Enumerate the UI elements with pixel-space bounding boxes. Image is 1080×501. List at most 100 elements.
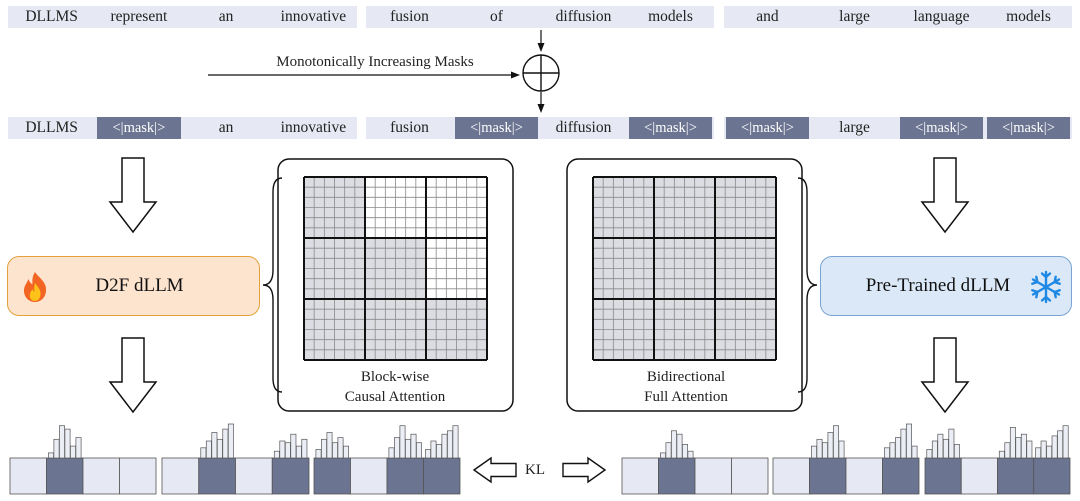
masked-sequence-token: DLLMS: [25, 119, 78, 136]
attention-cell-on: [375, 349, 386, 360]
attention-cell-on: [633, 258, 644, 269]
attention-cell-on: [694, 299, 705, 310]
down-arrow-bottom-head: [537, 104, 545, 113]
attention-cell-on: [755, 319, 766, 330]
attention-cell-on: [365, 238, 376, 249]
attention-cell-on: [745, 278, 756, 289]
attention-cell-on: [324, 227, 335, 238]
attention-cell-on: [314, 299, 325, 310]
teacher-prob-bar: [1004, 442, 1011, 459]
attention-cell-on: [755, 217, 766, 228]
attention-cell-on: [613, 238, 624, 249]
teacher-prob-bar: [1035, 447, 1042, 459]
attention-cell-on: [654, 207, 665, 218]
attention-cell-on: [304, 187, 315, 198]
attention-cell-on: [334, 207, 345, 218]
attention-cell-on: [415, 238, 426, 249]
attention-cell-on: [633, 248, 644, 259]
d2f-dllm-label: D2F dLLM: [95, 275, 184, 296]
attention-cell-on: [623, 349, 634, 360]
attention-cell-on: [395, 329, 406, 340]
attention-cell-on: [765, 268, 776, 279]
kl-label: KL: [525, 462, 545, 478]
row1-background-3: [724, 6, 1072, 28]
teacher-prob-bar: [665, 442, 672, 459]
attention-cell-on: [633, 288, 644, 299]
student-prob-bar: [273, 450, 280, 459]
input-token: represent: [110, 8, 168, 25]
attention-cell-on: [745, 217, 756, 228]
attention-cell-on: [613, 258, 624, 269]
attention-cell-on: [674, 177, 685, 188]
attention-cell-on: [405, 248, 416, 259]
teacher-masked-cell: [997, 457, 1035, 495]
attention-cell-on: [735, 227, 746, 238]
attention-cell-on: [654, 268, 665, 279]
down-arrow-to-d2f: [108, 157, 158, 234]
attention-cell-on: [704, 329, 715, 340]
attention-cell-on: [375, 258, 386, 269]
attention-cell-on: [405, 349, 416, 360]
attention-cell-on: [664, 309, 675, 320]
attention-cell-on: [735, 207, 746, 218]
attention-cell-on: [715, 339, 726, 350]
attention-cell-on: [643, 207, 654, 218]
attention-cell-on: [385, 268, 396, 279]
attention-cell-on: [664, 207, 675, 218]
attention-cell-on: [633, 268, 644, 279]
student-prob-bar: [59, 425, 65, 459]
attention-cell-off: [426, 197, 437, 208]
attention-cell-on: [694, 339, 705, 350]
student-prob-bar: [222, 428, 229, 459]
kl-arrow-left: [472, 456, 517, 484]
attention-cell-off: [375, 187, 386, 198]
attention-cell-on: [745, 319, 756, 330]
attention-cell-off: [436, 177, 447, 188]
attention-cell-on: [725, 319, 736, 330]
attention-cell-on: [704, 288, 715, 299]
attention-cell-on: [633, 187, 644, 198]
attention-cell-on: [334, 177, 345, 188]
attention-cell-on: [623, 238, 634, 249]
attention-cell-on: [375, 238, 386, 249]
teacher-masked-cell: [1033, 457, 1071, 495]
attention-cell-off: [436, 248, 447, 259]
attention-cell-on: [745, 177, 756, 188]
attention-cell-on: [603, 217, 614, 228]
masked-sequence-token: an: [218, 119, 234, 136]
attention-cell-on: [633, 339, 644, 350]
attention-cell-off: [466, 227, 477, 238]
teacher-prob-bar: [953, 444, 960, 459]
attention-cell-on: [694, 329, 705, 340]
attention-cell-off: [415, 187, 426, 198]
attention-cell-on: [735, 238, 746, 249]
attention-cell-on: [674, 339, 685, 350]
attention-cell-on: [334, 309, 345, 320]
attention-cell-on: [674, 207, 685, 218]
attention-cell-off: [415, 177, 426, 188]
attention-cell-on: [603, 187, 614, 198]
attention-cell-on: [344, 288, 355, 299]
attention-cell-on: [664, 238, 675, 249]
attention-cell-on: [654, 278, 665, 289]
input-token: DLLMS: [25, 8, 78, 25]
attention-cell-on: [715, 217, 726, 228]
attention-cell-off: [466, 268, 477, 279]
attention-cell-on: [765, 238, 776, 249]
attention-cell-on: [365, 248, 376, 259]
attention-cell-on: [415, 278, 426, 289]
attention-cell-on: [593, 309, 604, 320]
attention-cell-on: [304, 217, 315, 228]
student-prob-bar: [279, 440, 286, 459]
attention-cell-on: [466, 309, 477, 320]
attention-cell-on: [446, 349, 457, 360]
attention-cell-on: [415, 339, 426, 350]
attention-cell-on: [593, 349, 604, 360]
attention-cell-on: [735, 268, 746, 279]
attention-cell-on: [405, 309, 416, 320]
attention-cell-on: [324, 207, 335, 218]
attention-cell-on: [725, 299, 736, 310]
attention-cell-on: [405, 329, 416, 340]
attention-cell-on: [654, 197, 665, 208]
attention-cell-on: [476, 309, 487, 320]
